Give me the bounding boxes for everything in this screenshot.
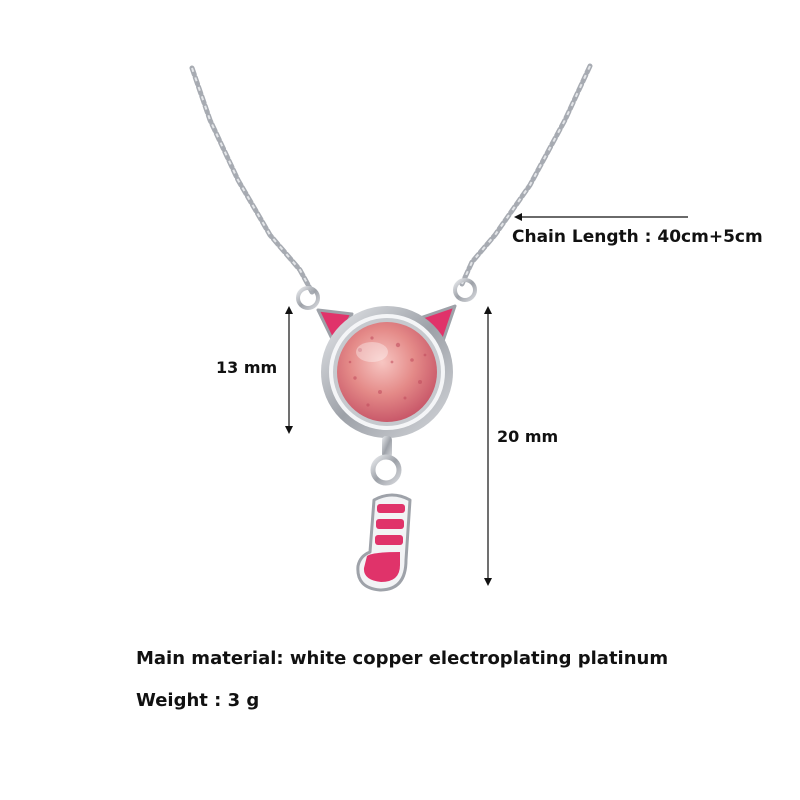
chain — [189, 63, 593, 295]
total-height-label: 20 mm — [497, 427, 559, 446]
pendant-13mm-arrow — [285, 306, 293, 434]
chain-length-arrow — [514, 213, 688, 221]
cat-tail-charm — [356, 493, 412, 592]
pendant-20mm-arrow — [484, 306, 492, 586]
tail-connector — [370, 436, 402, 486]
strawberry-quartz-stone — [337, 322, 437, 422]
pendant-height-label: 13 mm — [216, 358, 278, 377]
side-loops — [296, 278, 477, 310]
weight-label: Weight : 3 g — [136, 690, 260, 711]
chain-length-label: Chain Length : 40cm+5cm — [512, 227, 763, 247]
cat-ears — [316, 304, 457, 347]
material-label: Main material: white copper electroplati… — [136, 648, 669, 669]
